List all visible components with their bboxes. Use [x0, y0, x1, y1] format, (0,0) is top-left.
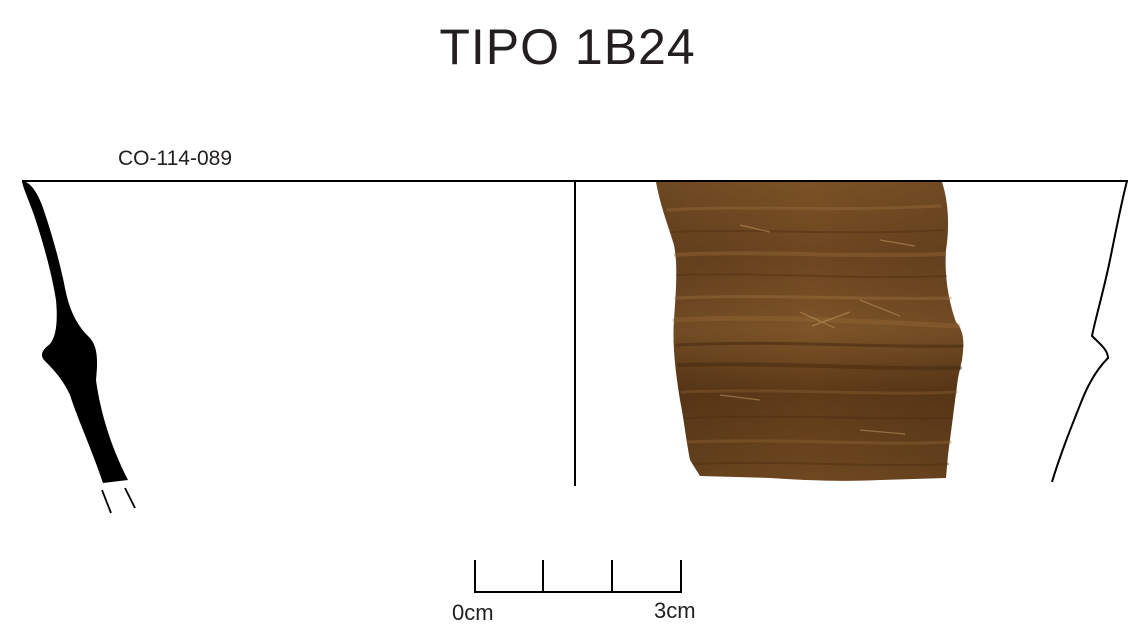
sample-id-label: CO-114-089 — [118, 147, 233, 170]
sherd-photo — [656, 182, 964, 481]
break-mark-1 — [101, 489, 112, 514]
exterior-contour — [1051, 180, 1128, 483]
figure-title: TIPO 1B24 — [439, 19, 696, 75]
scale-bar — [474, 560, 682, 593]
wall-profile-section — [22, 181, 128, 483]
scale-label-start: 0cm — [452, 600, 494, 625]
scale-label-end: 3cm — [654, 598, 696, 623]
break-mark-2 — [124, 487, 136, 509]
